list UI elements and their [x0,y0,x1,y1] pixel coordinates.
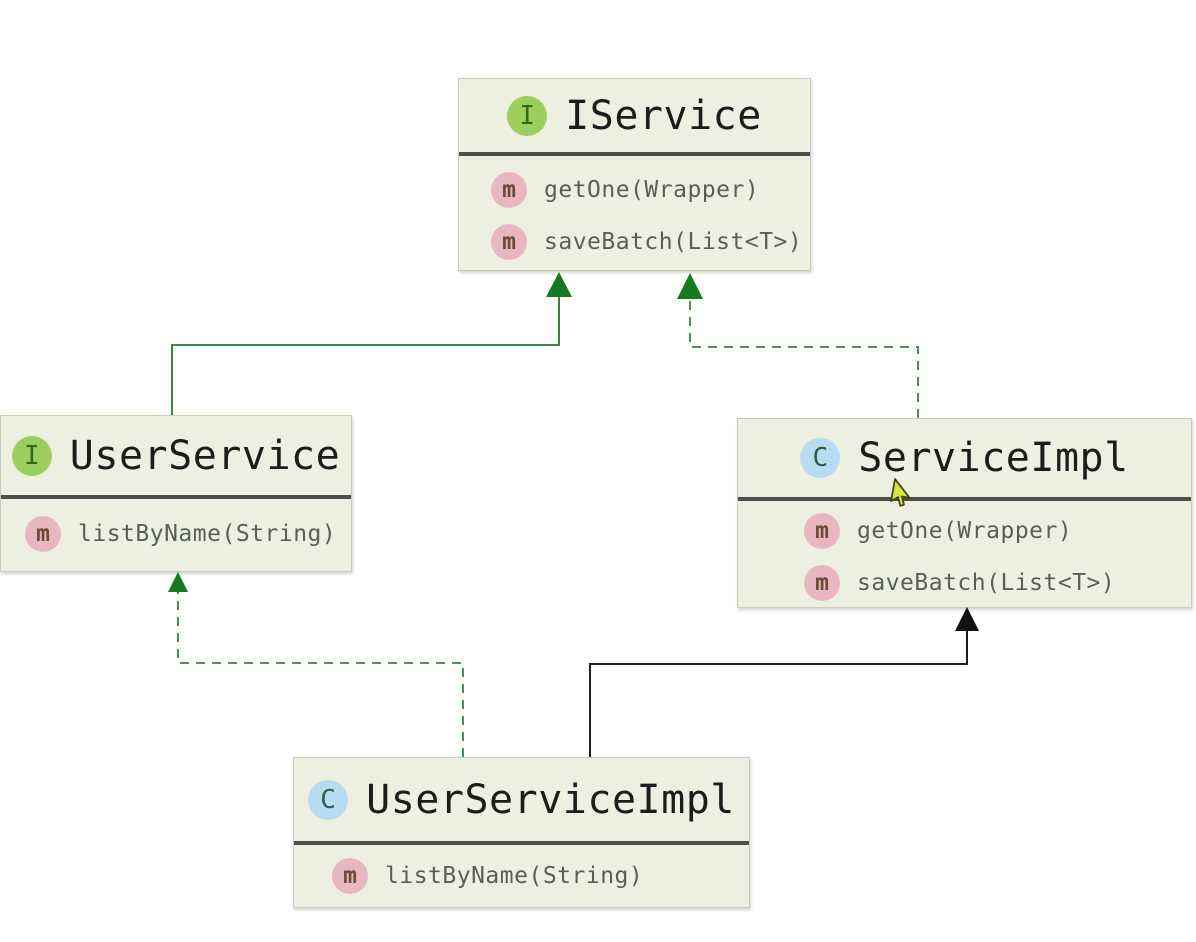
method-icon: m [491,172,527,208]
arrowhead-icon [168,572,188,592]
class-icon: C [800,438,841,478]
method-icon: m [25,516,61,552]
class-node-userservice[interactable]: I UserService m listByName(String) [0,415,352,572]
method-list: m getOne(Wrapper) m saveBatch(List<T>) [459,156,810,268]
class-node-iservice[interactable]: I IService m getOne(Wrapper) m saveBatch… [458,78,811,271]
class-title: IService [565,92,762,139]
class-header: I IService [459,79,810,152]
edge-serviceimpl-implements-iservice[interactable] [677,273,919,418]
header-separator [738,497,1191,501]
method-label: getOne(Wrapper) [857,518,1073,544]
class-title: UserServiceImpl [366,776,735,823]
method-row[interactable]: m saveBatch(List<T>) [804,557,1191,609]
class-header: C ServiceImpl [738,419,1191,497]
method-label: getOne(Wrapper) [544,177,760,203]
method-label: listByName(String) [78,521,337,547]
interface-icon: I [507,95,548,136]
method-list: m getOne(Wrapper) m saveBatch(List<T>) [738,501,1191,609]
class-icon: C [308,779,349,820]
method-label: listByName(String) [385,863,644,889]
interface-icon: I [11,435,52,476]
method-icon: m [804,513,840,549]
edge-userserviceimpl-implements-userservice[interactable] [168,572,464,757]
arrowhead-icon [546,272,572,297]
method-icon: m [491,224,527,260]
method-row[interactable]: m saveBatch(List<T>) [491,216,810,268]
header-separator [1,495,351,499]
method-list: m listByName(String) [1,499,351,569]
arrowhead-icon [677,273,703,299]
method-icon: m [804,565,840,601]
method-row[interactable]: m listByName(String) [332,845,749,907]
method-label: saveBatch(List<T>) [857,570,1116,596]
method-row[interactable]: m getOne(Wrapper) [804,505,1191,557]
method-row[interactable]: m getOne(Wrapper) [491,164,810,216]
header-separator [294,841,749,845]
class-title: ServiceImpl [858,435,1129,481]
class-node-serviceimpl[interactable]: C ServiceImpl m getOne(Wrapper) m saveBa… [737,418,1192,608]
method-list: m listByName(String) [294,845,749,907]
method-label: saveBatch(List<T>) [544,229,803,255]
edge-userserviceimpl-extends-serviceimpl[interactable] [589,607,979,757]
class-node-userserviceimpl[interactable]: C UserServiceImpl m listByName(String) [293,757,750,908]
method-row[interactable]: m listByName(String) [25,499,351,569]
class-header: C UserServiceImpl [294,758,749,841]
class-title: UserService [69,432,341,479]
header-separator [459,152,810,156]
edge-userservice-extends-iservice[interactable] [171,272,572,415]
arrowhead-icon [955,607,979,631]
method-icon: m [332,858,368,894]
class-header: I UserService [1,416,351,495]
